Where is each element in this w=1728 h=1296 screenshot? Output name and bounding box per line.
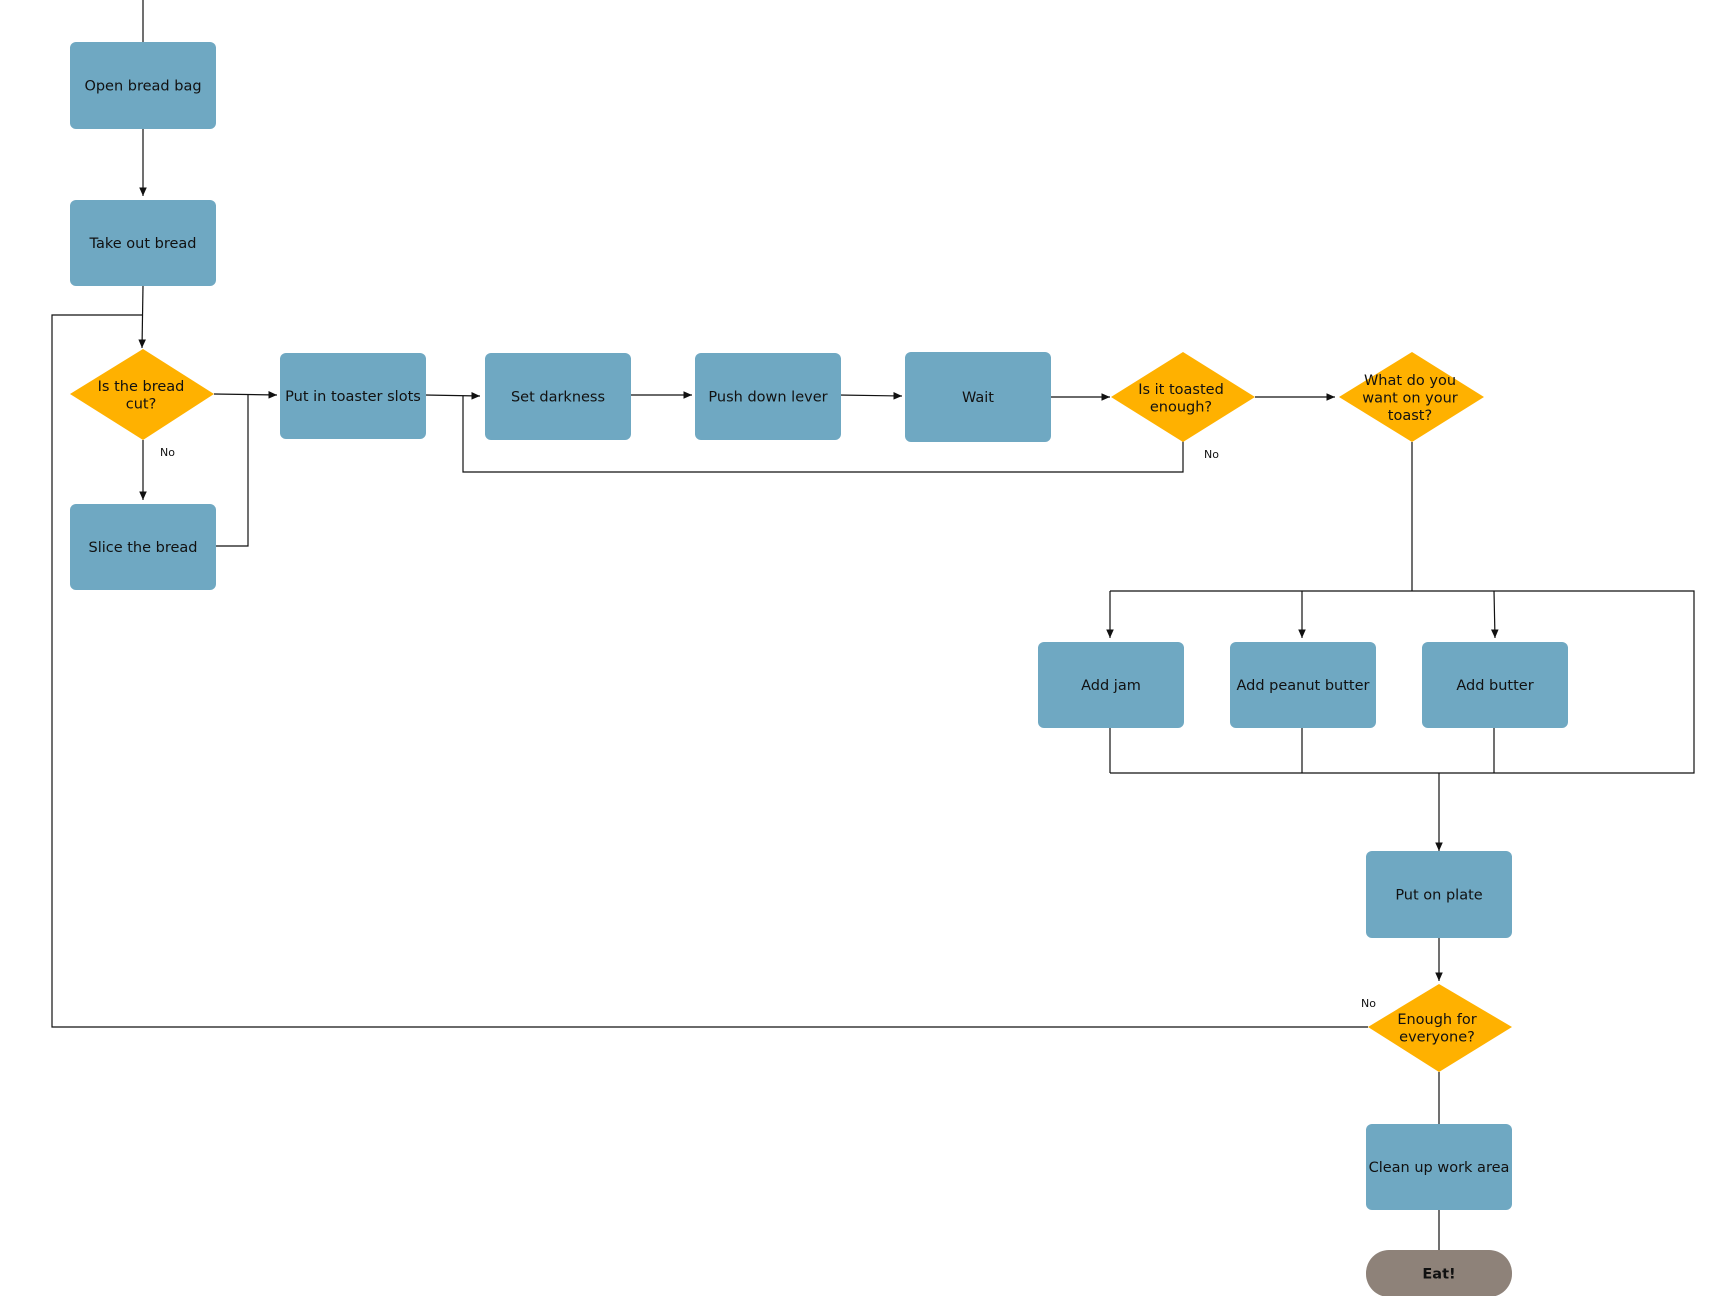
process-node-push-lever[interactable]: Push down lever	[695, 353, 841, 440]
node-label: Add jam	[1081, 678, 1141, 694]
edge-label-iscut-no: No	[160, 446, 175, 459]
node-label-line: Is the bread	[98, 379, 185, 395]
terminal-node-eat[interactable]: Eat!	[1366, 1250, 1512, 1296]
node-label-line: Put on plate	[1395, 888, 1482, 904]
node-label-line: Is it toasted	[1138, 382, 1224, 398]
node-label-line: Add butter	[1456, 678, 1533, 694]
process-node-add-jam[interactable]: Add jam	[1038, 642, 1184, 728]
node-label-line: Clean up work area	[1369, 1160, 1510, 1176]
process-node-put-plate[interactable]: Put on plate	[1366, 851, 1512, 938]
node-label-line: toast?	[1388, 408, 1432, 424]
connector-slice-to-toaster	[215, 395, 249, 547]
process-node-open-bag[interactable]: Open bread bag	[70, 42, 216, 129]
process-node-clean-up[interactable]: Clean up work area	[1366, 1124, 1512, 1210]
node-label: Wait	[962, 390, 994, 406]
process-node-add-butter[interactable]: Add butter	[1422, 642, 1568, 728]
node-label-line: Slice the bread	[88, 540, 197, 556]
node-label: Clean up work area	[1369, 1160, 1510, 1176]
node-label-line: enough?	[1150, 399, 1212, 415]
node-label: Add peanut butter	[1236, 678, 1369, 694]
connector-iscut-yes-to-toaster	[213, 391, 278, 399]
node-label: Add butter	[1456, 678, 1533, 694]
node-label: Open bread bag	[84, 79, 201, 95]
node-label-line: Push down lever	[708, 390, 827, 406]
process-node-set-darkness[interactable]: Set darkness	[485, 353, 631, 440]
connector-topping-bracket	[1110, 590, 1695, 774]
node-label-line: Take out bread	[89, 236, 197, 252]
connector-to-butter	[1490, 590, 1499, 639]
edge-label-toasted-no: No	[1204, 448, 1219, 461]
node-label-line: Wait	[962, 390, 994, 406]
node-label-line: Open bread bag	[84, 79, 201, 95]
node-label-line: Put in toaster slots	[285, 389, 421, 405]
process-node-take-out[interactable]: Take out bread	[70, 200, 216, 286]
connector-lever-to-wait	[837, 392, 903, 400]
node-label-line: cut?	[126, 396, 157, 412]
node-label-line: everyone?	[1399, 1029, 1475, 1045]
node-label-line: What do you	[1364, 373, 1456, 389]
process-node-slice[interactable]: Slice the bread	[70, 504, 216, 590]
connectors	[51, 0, 1695, 1250]
connector-toasted-no-loop	[462, 396, 1184, 473]
node-label-line: Set darkness	[511, 390, 605, 406]
node-label: Take out bread	[89, 236, 197, 252]
process-node-put-toaster[interactable]: Put in toaster slots	[280, 353, 426, 439]
connector-enough-no-loop	[51, 314, 1368, 1028]
node-label: Slice the bread	[88, 540, 197, 556]
node-label: Eat!	[1422, 1267, 1455, 1283]
node-label: Push down lever	[708, 390, 827, 406]
node-label: Set darkness	[511, 390, 605, 406]
node-label-line: want on your	[1362, 391, 1458, 407]
node-label-line: Eat!	[1422, 1267, 1455, 1283]
process-node-wait[interactable]: Wait	[905, 352, 1051, 442]
edge-label-enough-no: No	[1361, 997, 1376, 1010]
connector-toaster-to-darkness	[424, 392, 481, 400]
node-label: Put in toaster slots	[285, 389, 421, 405]
node-label: Put on plate	[1395, 888, 1482, 904]
connector-takeout-to-iscut	[138, 285, 146, 349]
node-label-line: Add jam	[1081, 678, 1141, 694]
process-node-add-peanut-butter[interactable]: Add peanut butter	[1230, 642, 1376, 728]
node-label-line: Enough for	[1397, 1012, 1476, 1028]
node-label-line: Add peanut butter	[1236, 678, 1369, 694]
